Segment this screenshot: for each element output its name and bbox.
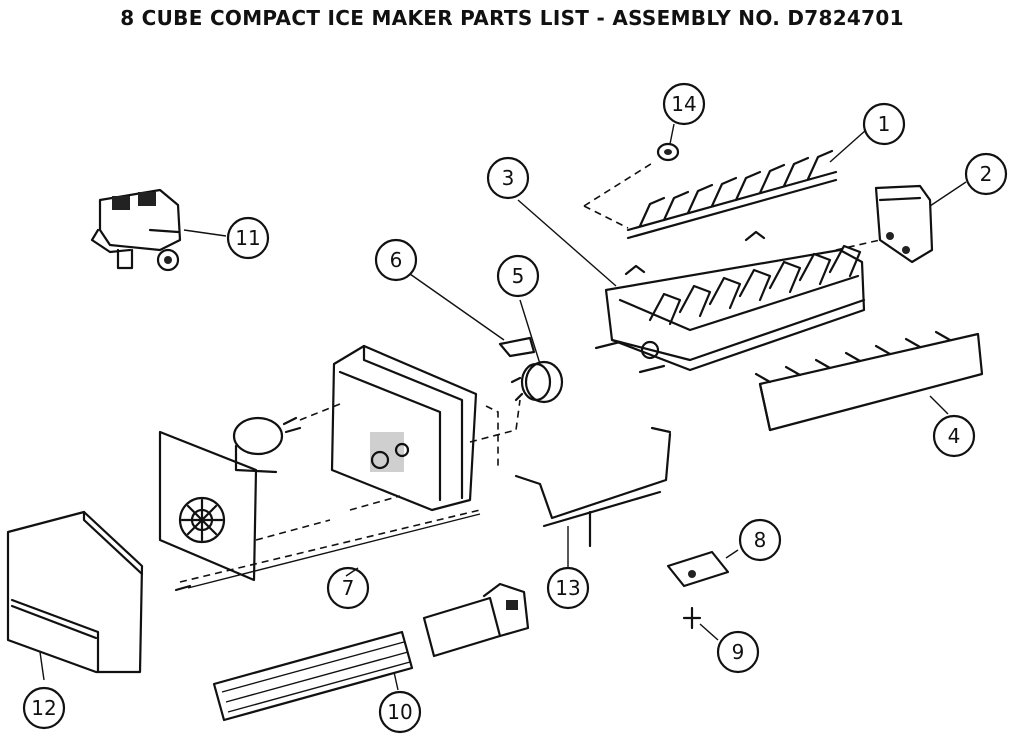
- svg-text:10: 10: [387, 700, 412, 724]
- part-mounting-bracket: [666, 550, 730, 588]
- part-shutoff-arm: [514, 426, 672, 548]
- page-title: 8 CUBE COMPACT ICE MAKER PARTS LIST - AS…: [120, 6, 904, 30]
- callout-9: 9: [716, 630, 760, 674]
- callout-5: 5: [496, 254, 540, 298]
- svg-text:5: 5: [512, 264, 525, 288]
- callout-8: 8: [738, 518, 782, 562]
- part-heater: [212, 582, 530, 722]
- callout-3: 3: [486, 156, 530, 200]
- callout-6: 6: [374, 238, 418, 282]
- callout-13: 13: [546, 566, 590, 610]
- part-stripper: [754, 330, 984, 432]
- callout-11: 11: [226, 216, 270, 260]
- svg-text:3: 3: [502, 166, 515, 190]
- part-front-cover: [6, 510, 144, 674]
- callout-7: 7: [326, 566, 370, 610]
- callout-12: 12: [22, 686, 66, 730]
- callout-4: 4: [932, 414, 976, 458]
- part-bearing: [656, 142, 680, 162]
- svg-text:4: 4: [948, 424, 961, 448]
- svg-text:12: 12: [31, 696, 56, 720]
- part-screw: [682, 606, 702, 630]
- callout-10: 10: [378, 690, 422, 734]
- svg-text:6: 6: [390, 248, 403, 272]
- part-thermostat: [510, 360, 564, 404]
- part-end-bracket: [874, 184, 934, 264]
- part-control-housing: [330, 344, 478, 512]
- svg-text:2: 2: [980, 162, 993, 186]
- part-clip: [498, 336, 536, 358]
- svg-text:11: 11: [235, 226, 260, 250]
- svg-text:9: 9: [732, 640, 745, 664]
- part-water-valve: [90, 188, 182, 272]
- part-motor-plate: [158, 416, 302, 592]
- callout-14: 14: [662, 82, 706, 126]
- svg-text:1: 1: [878, 112, 891, 136]
- leader-lines: [39, 123, 967, 691]
- part-ejector: [626, 149, 838, 240]
- svg-text:13: 13: [555, 576, 580, 600]
- callout-1: 1: [862, 102, 906, 146]
- callout-2: 2: [964, 152, 1008, 196]
- svg-text:7: 7: [342, 576, 355, 600]
- svg-text:14: 14: [671, 92, 696, 116]
- svg-text:8: 8: [754, 528, 767, 552]
- part-mold: [594, 230, 866, 374]
